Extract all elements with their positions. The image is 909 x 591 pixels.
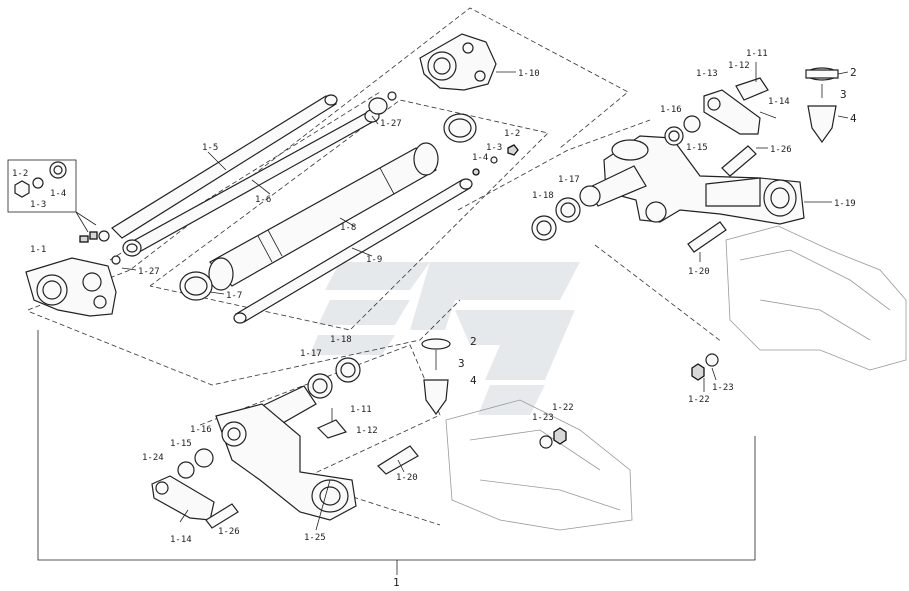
callout-1-20-right: 1-20 [688,267,710,277]
callout-1-18-center: 1-18 [330,335,352,345]
watermark-logo [310,262,580,415]
callout-1-15-right: 1-15 [686,143,708,153]
callout-4-right: 4 [850,112,857,125]
lower-left-bracket [151,403,357,529]
callout-1-4-mid: 1-4 [472,153,488,163]
callout-1-27-left: 1-27 [138,267,160,277]
callout-1-2: 1-2 [12,169,28,179]
callout-1-11-center: 1-11 [350,405,372,415]
callout-1-14-right: 1-14 [768,97,790,107]
callout-1-2-mid: 1-2 [504,129,520,139]
callout-1-24: 1-24 [142,453,164,463]
callout-1-7: 1-7 [226,291,242,301]
assembly-label: 1 [393,576,400,589]
callout-3-right: 3 [840,88,847,101]
callout-1-16-right: 1-16 [660,105,682,115]
fork-tubes [111,91,519,324]
callout-1-1: 1-1 [30,245,46,255]
callout-1-26-left: 1-26 [218,527,240,537]
callout-1-26-right: 1-26 [770,145,792,155]
callout-1-9: 1-9 [366,255,382,265]
callout-1-6: 1-6 [255,195,271,205]
callout-1-23-right: 1-23 [712,383,734,393]
callout-1-20-center: 1-20 [396,473,418,483]
callout-1-10: 1-10 [518,69,540,79]
callout-1-3: 1-3 [30,200,46,210]
callout-1-17-right: 1-17 [558,175,580,185]
callout-1-22-right: 1-22 [688,395,710,405]
lower-bracket-left [25,257,117,317]
callout-4-center: 4 [470,374,477,387]
callout-1-19: 1-19 [834,199,856,209]
callout-1-14-left: 1-14 [170,535,192,545]
right-small-parts [664,62,839,381]
callout-1-12-right: 1-12 [728,61,750,71]
callout-1-16-left: 1-16 [190,425,212,435]
callout-1-25: 1-25 [304,533,326,543]
callout-1-5: 1-5 [202,143,218,153]
callout-1-12-center: 1-12 [356,426,378,436]
callout-1-13: 1-13 [696,69,718,79]
fasteners-left [7,159,110,243]
callout-3-center: 3 [458,357,465,370]
callout-1-18-right: 1-18 [532,191,554,201]
leader-lines [121,71,849,531]
callout-labels: 1-1 1-2 1-3 1-4 1-5 1-6 1-7 1-8 1-9 1-10… [12,49,857,545]
callout-1-23-center: 1-23 [532,413,554,423]
callout-1-3-mid: 1-3 [486,143,502,153]
callout-1-8: 1-8 [340,223,356,233]
callout-1-17-center: 1-17 [300,349,322,359]
steering-stem-right [531,135,805,241]
callout-2-center: 2 [470,335,477,348]
callout-2-right: 2 [850,66,857,79]
callout-1-4: 1-4 [50,189,66,199]
frame-sketch [445,225,907,531]
callout-1-22-center: 1-22 [552,403,574,413]
callout-1-27-top: 1-27 [380,119,402,129]
assembly-bracket: 1 [37,330,756,589]
callout-1-11-right: 1-11 [746,49,768,59]
callout-1-15-left: 1-15 [170,439,192,449]
upper-bracket [419,33,497,91]
